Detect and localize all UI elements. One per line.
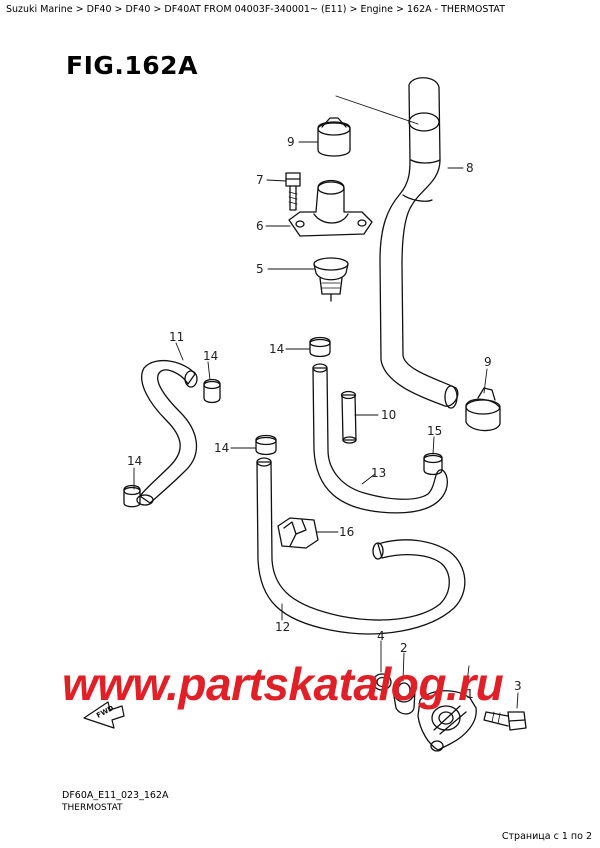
callout-6[interactable]: 6	[256, 219, 264, 233]
drawing-code: DF60A_E11_023_162A	[62, 790, 169, 801]
callout-15[interactable]: 15	[427, 424, 442, 438]
callout-10[interactable]: 10	[381, 408, 396, 422]
callout-14-d[interactable]: 14	[127, 454, 142, 468]
callout-9-right[interactable]: 9	[484, 355, 492, 369]
callout-8[interactable]: 8	[466, 161, 474, 175]
callout-3[interactable]: 3	[514, 679, 522, 693]
callout-13[interactable]: 13	[371, 466, 386, 480]
callout-14-a[interactable]: 14	[203, 349, 218, 363]
figure-title: FIG.162A	[66, 51, 198, 80]
callout-11[interactable]: 11	[169, 330, 184, 344]
callout-14-c[interactable]: 14	[214, 441, 229, 455]
callout-2[interactable]: 2	[400, 641, 408, 655]
watermark: www.partskatalog.ru	[62, 658, 504, 710]
breadcrumb[interactable]: Suzuki Marine > DF40 > DF40 > DF40AT FRO…	[6, 4, 505, 15]
callout-5[interactable]: 5	[256, 262, 264, 276]
page-info: Страница с 1 по 2	[501, 831, 592, 842]
drawing-name: THERMOSTAT	[62, 803, 123, 813]
callout-1[interactable]: 1	[466, 687, 474, 701]
callout-16[interactable]: 16	[339, 525, 354, 539]
callout-4[interactable]: 4	[377, 629, 385, 643]
callout-14-b[interactable]: 14	[269, 342, 284, 356]
callout-7[interactable]: 7	[256, 173, 264, 187]
callout-12[interactable]: 12	[275, 620, 290, 634]
callout-9-top[interactable]: 9	[287, 135, 295, 149]
